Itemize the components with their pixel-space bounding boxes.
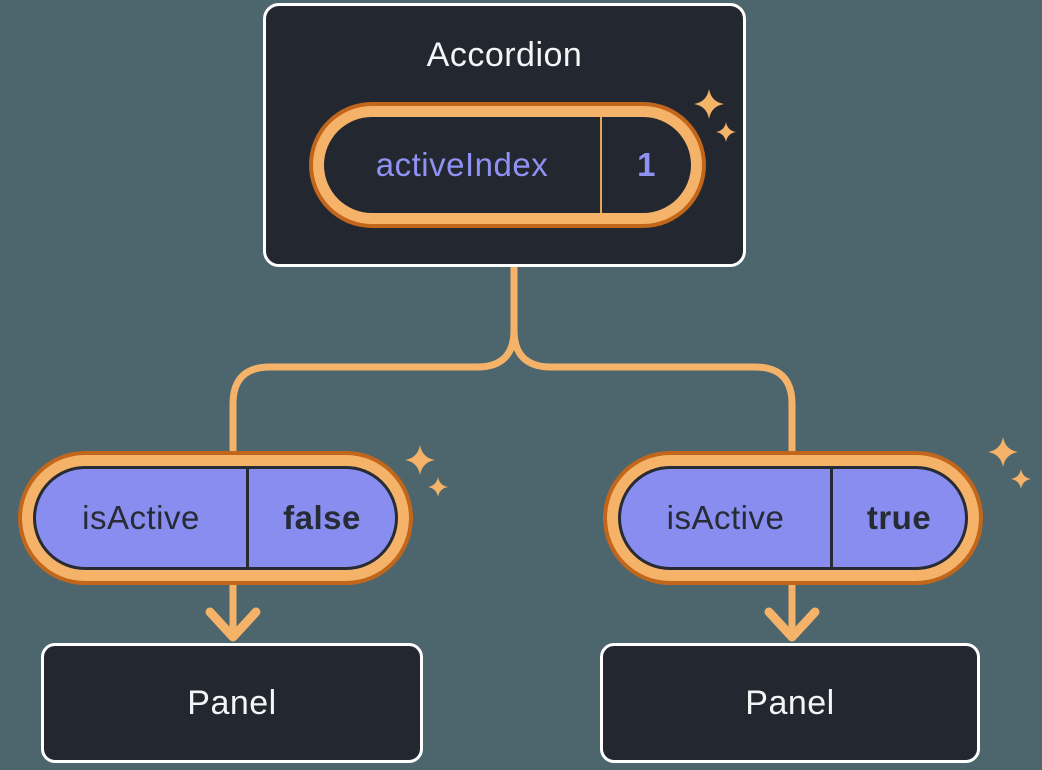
sparkle-icon: [716, 122, 736, 142]
state-pill-label: activeIndex: [375, 146, 549, 183]
pill-divider: [246, 469, 249, 567]
state-pill-value: 1: [637, 146, 656, 183]
state-pill-activeindex: activeIndex 1: [324, 117, 691, 213]
panel-label: Panel: [745, 683, 835, 722]
panel-component-box-right: Panel: [600, 643, 980, 763]
sparkle-icon: [1011, 469, 1031, 489]
prop-pill-value: true: [866, 499, 932, 536]
prop-pill-value: false: [283, 499, 361, 536]
panel-component-box-left: Panel: [41, 643, 423, 763]
arrow-down-icon: [205, 607, 261, 642]
sparkle-icon: [428, 477, 448, 497]
prop-pill-label: isActive: [666, 499, 785, 536]
prop-pill-isactive-false: isActive false: [33, 466, 398, 570]
arrow-down-icon: [764, 607, 820, 642]
branch-right-connector: [510, 258, 796, 636]
branch-left-connector: [229, 258, 518, 636]
prop-pill-label: isActive: [82, 499, 200, 536]
accordion-title: Accordion: [426, 36, 583, 74]
panel-label: Panel: [187, 683, 277, 722]
pill-divider: [830, 469, 833, 567]
sparkle-icon: [405, 445, 435, 475]
prop-pill-isactive-true: isActive true: [618, 466, 968, 570]
pill-divider: [600, 117, 602, 213]
sparkle-icon: [694, 89, 724, 119]
sparkle-icon: [988, 437, 1018, 467]
